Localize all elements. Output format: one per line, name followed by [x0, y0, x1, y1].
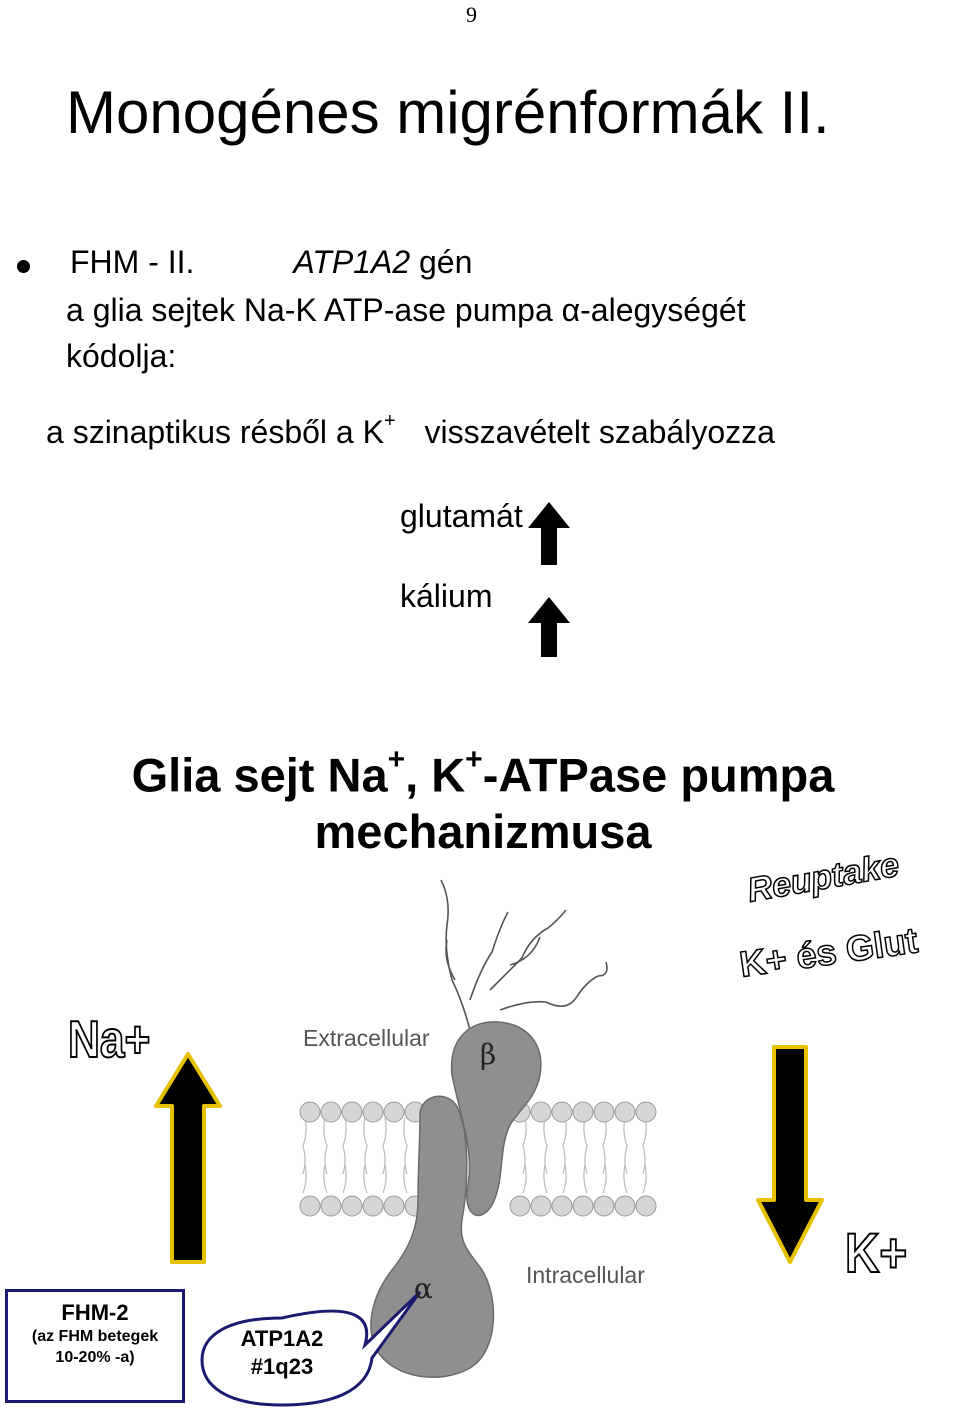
k-label: K+	[845, 1220, 907, 1285]
fhm2-line-1: (az FHM betegek	[8, 1326, 182, 1347]
intracellular-label: Intracellular	[526, 1262, 645, 1289]
fhm2-info-box: FHM-2 (az FHM betegek 10-20% -a)	[5, 1289, 185, 1403]
fhm2-line-2: 10-20% -a)	[8, 1347, 182, 1368]
gene-callout-text: ATP1A2 #1q23	[212, 1325, 352, 1381]
na-up-arrow-icon	[156, 1054, 220, 1262]
extracellular-label: Extracellular	[303, 1025, 430, 1052]
glycan-chains	[441, 880, 607, 1030]
gene-callout-line-2: #1q23	[212, 1353, 352, 1381]
glutamate-up-arrow-icon	[528, 502, 570, 565]
fhm2-title: FHM-2	[8, 1300, 182, 1326]
gene-callout-line-1: ATP1A2	[212, 1325, 352, 1353]
na-label: Na+	[68, 1010, 150, 1070]
k-down-arrow-icon	[758, 1047, 822, 1262]
alpha-label: α	[414, 1272, 433, 1305]
beta-label: β	[480, 1038, 496, 1071]
potassium-up-arrow-icon	[528, 597, 570, 657]
